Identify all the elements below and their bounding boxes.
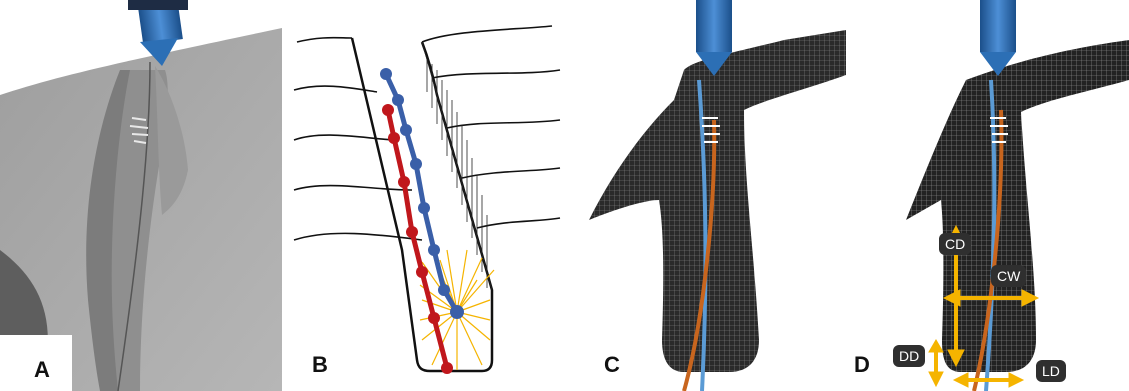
- mesh-render-image: [564, 0, 846, 391]
- panel-b-schematic: B: [282, 0, 564, 391]
- ld-label: LD: [1036, 360, 1066, 382]
- surface-render-image: [0, 0, 282, 391]
- dd-label: DD: [893, 345, 925, 367]
- tool-shaft: [696, 0, 732, 52]
- panel-label-a: A: [0, 335, 72, 391]
- cw-label: CW: [991, 265, 1026, 287]
- panel-d-annotated-mesh: D CD CW DD LD: [846, 0, 1129, 391]
- panel-label-c: C: [604, 352, 620, 378]
- panel-label-d: D: [854, 352, 870, 378]
- panel-label-b: B: [312, 352, 328, 378]
- tool-shaft: [980, 0, 1016, 52]
- panel-c-mesh-render: C: [564, 0, 846, 391]
- cd-label: CD: [939, 233, 971, 255]
- schematic-diagram: [282, 0, 564, 391]
- annotated-mesh-image: [846, 0, 1129, 391]
- panel-a-surface-render: A: [0, 0, 282, 391]
